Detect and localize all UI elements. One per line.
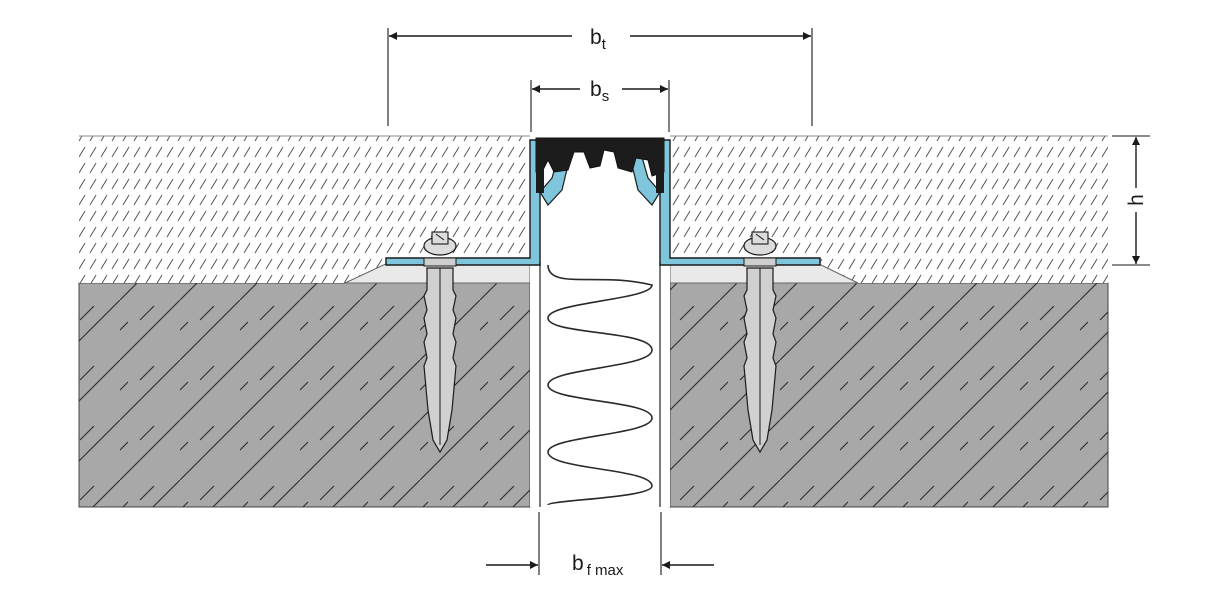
dimension-height: h (1112, 135, 1150, 266)
total-width-label: bt (590, 26, 607, 53)
wall-plug-screw-icon (743, 231, 777, 454)
height-label: h (1125, 194, 1148, 206)
substrate-left (78, 282, 531, 508)
elastomer-seal (535, 137, 665, 177)
seal-width-label: bs (590, 78, 609, 105)
seal-lip-right (656, 138, 664, 193)
substrate-right (669, 282, 1109, 508)
dimension-total-width: bt (387, 26, 813, 126)
wall-plug-screw-icon (423, 231, 457, 454)
profile-right (659, 139, 821, 266)
dimension-seal-width: bs (530, 78, 670, 132)
foam-filler-icon (547, 264, 653, 506)
joint-gap (530, 262, 670, 507)
screed-left (79, 135, 530, 283)
seal-lip-left (536, 138, 544, 193)
